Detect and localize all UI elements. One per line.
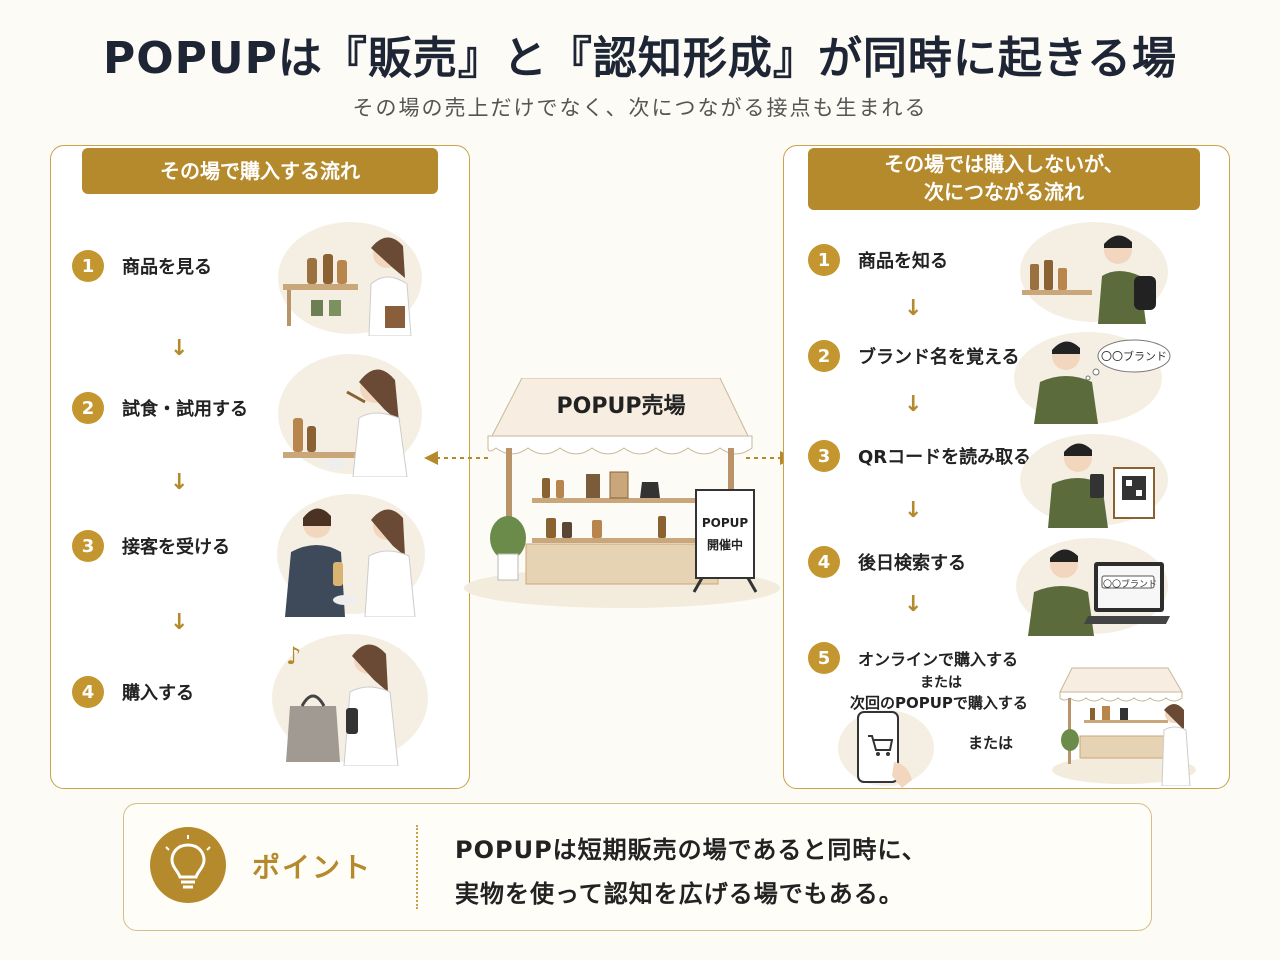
popup-sign-line2: 開催中 [706, 538, 743, 552]
point-label: ポイント [252, 851, 373, 884]
page-title: POPUPは『販売』と『認知形成』が同時に起きる場 [103, 33, 1177, 84]
step-label: 商品を見る [122, 257, 212, 278]
arrow-down-icon: ↓ [904, 592, 923, 617]
shopper-tasting-illustration [275, 352, 425, 477]
step5-alt-label: 次回のPOPUPで購入する [850, 694, 1028, 712]
step-number: 5 [808, 642, 840, 674]
step-label: 接客を受ける [122, 537, 230, 558]
step-number: 4 [72, 676, 104, 708]
shopper-viewing-illustration [275, 218, 425, 336]
right-step-3: 3 QRコードを読み取る [808, 440, 1031, 472]
search-box-text: 〇〇ブランド [1102, 580, 1157, 590]
man-knowing-illustration [1018, 220, 1170, 324]
arrow-down-icon: ↓ [904, 296, 923, 321]
step-number: 2 [72, 392, 104, 424]
arrow-down-icon: ↓ [170, 610, 189, 635]
step-number: 2 [808, 340, 840, 372]
popup-stall-illustration [462, 377, 780, 614]
man-searching-illustration [1014, 536, 1172, 636]
smartphone-cart-illustration [836, 706, 936, 788]
step-label: 後日検索する [858, 553, 966, 574]
point-divider [416, 825, 418, 909]
arrow-down-icon: ↓ [904, 498, 923, 523]
point-text-line1: POPUPは短期販売の場であると同時に、 [455, 836, 927, 864]
popup-sign-line1: POPUP [701, 516, 749, 530]
step-label: 購入する [122, 683, 194, 704]
step-number: 1 [808, 244, 840, 276]
point-text-line2: 実物を使って認知を広げる場でもある。 [455, 880, 904, 908]
svg-text:♪: ♪ [286, 642, 301, 670]
next-popup-illustration [1050, 666, 1198, 786]
shopper-purchase-illustration: ♪ [270, 630, 430, 766]
right-step-4: 4 後日検索する [808, 546, 966, 578]
or-text-2: または [968, 734, 1014, 752]
step-number: 3 [72, 530, 104, 562]
man-scanning-qr-illustration [1018, 430, 1170, 528]
arrow-down-icon: ↓ [170, 470, 189, 495]
step-number: 1 [72, 250, 104, 282]
right-step-5: 5 オンラインで購入する [808, 642, 1018, 674]
page-subtitle: その場の売上だけでなく、次につながる接点も生まれる [352, 96, 928, 120]
step-number: 3 [808, 440, 840, 472]
left-panel-header: その場で購入する流れ [82, 148, 438, 194]
arrow-down-icon: ↓ [170, 336, 189, 361]
right-step-1: 1 商品を知る [808, 244, 948, 276]
lightbulb-icon [148, 825, 228, 909]
right-header-line2: 次につながる流れ [924, 180, 1084, 204]
point-box [123, 803, 1152, 931]
left-step-4: 4 購入する [72, 676, 194, 708]
dotted-arrow-icon [424, 451, 490, 465]
right-step-2: 2 ブランド名を覚える [808, 340, 1019, 372]
or-text: または [920, 675, 962, 691]
left-step-1: 1 商品を見る [72, 250, 212, 282]
man-remembering-illustration [1012, 326, 1172, 424]
staff-service-illustration [275, 492, 427, 617]
step-label: オンラインで購入する [858, 650, 1019, 669]
arrow-down-icon: ↓ [904, 392, 923, 417]
step-number: 4 [808, 546, 840, 578]
step-label: QRコードを読み取る [858, 447, 1032, 468]
left-step-2: 2 試食・試用する [72, 392, 248, 424]
step-label: 試食・試用する [122, 399, 248, 420]
step-label: ブランド名を覚える [858, 347, 1020, 368]
left-step-3: 3 接客を受ける [72, 530, 230, 562]
step-label: 商品を知る [858, 251, 948, 272]
right-header-line1: その場では購入しないが、 [884, 152, 1124, 176]
right-panel-header: その場では購入しないが、 次につながる流れ [808, 148, 1200, 210]
stall-label: POPUP売場 [556, 394, 686, 419]
thought-bubble-text: 〇〇ブランド [1101, 350, 1167, 363]
